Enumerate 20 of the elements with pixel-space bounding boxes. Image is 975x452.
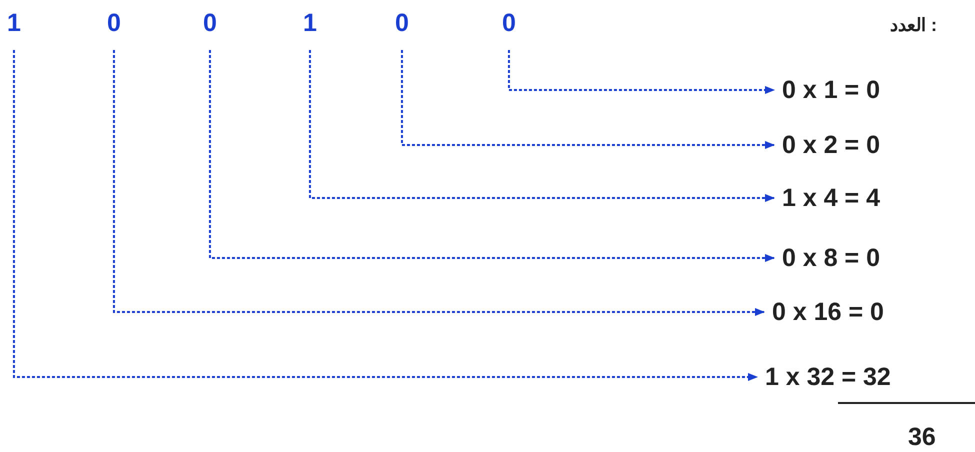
number-label: العدد :: [890, 14, 937, 37]
product-equation: 0 x 1 = 0: [782, 75, 880, 105]
product-equation: 0 x 8 = 0: [782, 243, 880, 273]
binary-digit: 0: [395, 8, 409, 38]
binary-digit: 0: [502, 8, 516, 38]
product-equation: 1 x 4 = 4: [782, 183, 880, 213]
product-equation: 0 x 16 = 0: [772, 297, 884, 327]
product-equation: 1 x 32 = 32: [765, 362, 891, 392]
binary-digit: 1: [303, 8, 317, 38]
arrow: [400, 50, 775, 149]
arrow: [112, 50, 765, 316]
sum-total: 36: [908, 422, 936, 452]
arrow: [308, 50, 775, 202]
product-equation: 0 x 2 = 0: [782, 130, 880, 160]
binary-digit: 0: [107, 8, 121, 38]
binary-digit: 0: [203, 8, 217, 38]
binary-digit: 1: [7, 8, 21, 38]
arrow: [208, 50, 775, 262]
arrow: [508, 50, 775, 94]
arrow: [12, 50, 758, 381]
